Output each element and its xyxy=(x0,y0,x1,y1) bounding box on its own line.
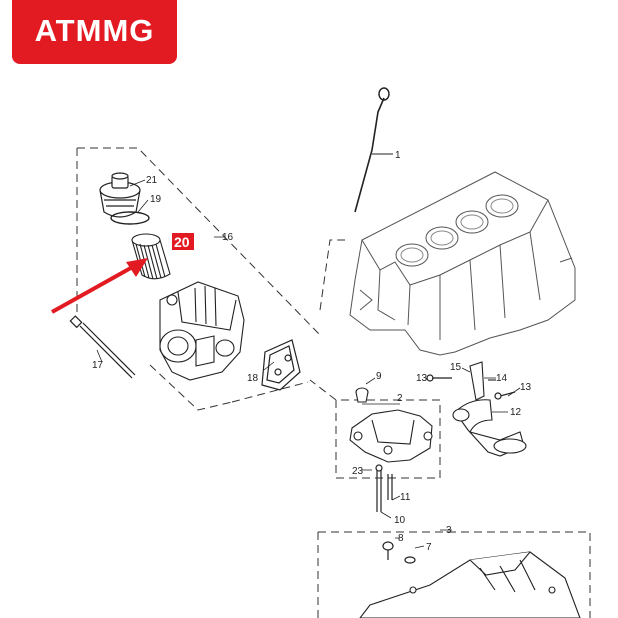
callout-16: 16 xyxy=(222,232,234,243)
callout-8: 8 xyxy=(398,533,404,544)
oil-filter-housing xyxy=(159,281,245,381)
drain-plug xyxy=(382,541,416,564)
brand-badge: ATMMG xyxy=(12,0,177,64)
engine-link-line xyxy=(319,239,345,311)
filter-housing-group-outline xyxy=(76,147,321,411)
callout-leaders xyxy=(96,153,521,549)
callout-14: 14 xyxy=(496,373,508,384)
oil-pan xyxy=(359,551,581,618)
oil-pump xyxy=(349,387,433,463)
highlight-arrow xyxy=(51,258,148,314)
callout-13-left: 13 xyxy=(416,373,428,384)
callout-13-right: 13 xyxy=(520,382,532,393)
callout-17: 17 xyxy=(92,360,104,371)
housing-gasket xyxy=(261,339,301,391)
callout-21: 21 xyxy=(146,175,158,186)
oil-pickup-pipe xyxy=(452,399,527,457)
pump-bolts xyxy=(375,464,393,512)
callout-7: 7 xyxy=(426,542,432,553)
callout-1: 1 xyxy=(395,150,401,161)
callout-11: 11 xyxy=(400,492,411,503)
pickup-bracket xyxy=(469,361,496,401)
callout-3: 3 xyxy=(446,525,452,536)
mounting-bolt xyxy=(69,315,136,379)
oil-filter-cap xyxy=(99,172,141,218)
callout-18: 18 xyxy=(247,373,259,384)
brand-logo-text: ATMMG xyxy=(34,13,155,48)
o-ring xyxy=(110,211,150,225)
oil-pump-group-outline xyxy=(309,379,441,479)
callout-9: 9 xyxy=(376,371,382,382)
dipstick xyxy=(354,87,393,213)
callout-2: 2 xyxy=(397,393,403,404)
callout-19: 19 xyxy=(150,194,162,205)
oil-pan-group-outline xyxy=(317,531,591,618)
callout-20-highlight: 20 xyxy=(172,233,194,250)
callout-15: 15 xyxy=(450,362,462,373)
callout-20: 20 xyxy=(174,234,190,250)
callout-23: 23 xyxy=(352,466,364,477)
oil-filter-element xyxy=(131,233,171,280)
callout-10: 10 xyxy=(394,515,406,526)
callout-12: 12 xyxy=(510,407,522,418)
engine-block xyxy=(349,171,576,356)
